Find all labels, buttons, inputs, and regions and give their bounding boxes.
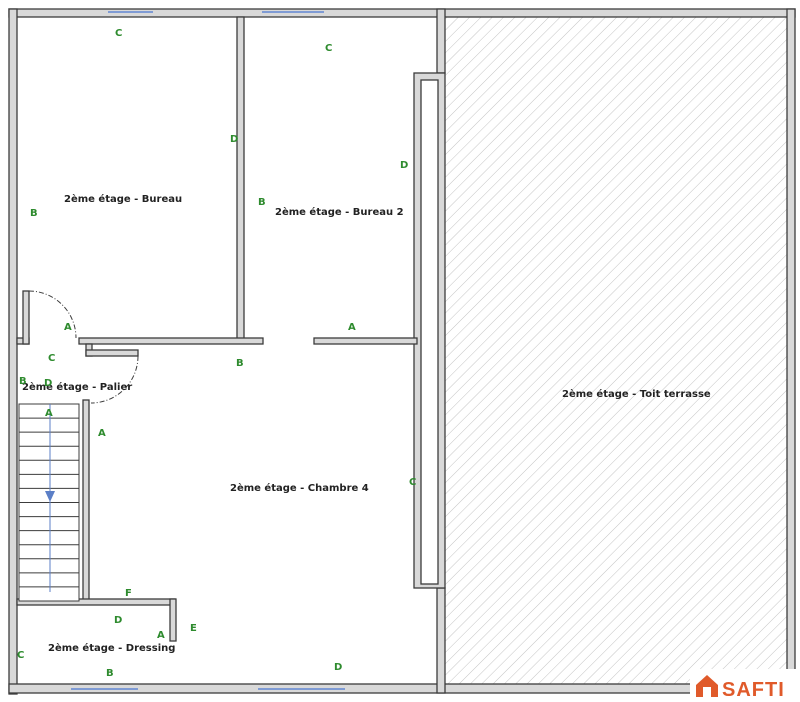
door-palier-swing [90, 355, 139, 404]
wall-letter: D [44, 378, 52, 389]
wall-letter: F [125, 588, 132, 599]
wall-palier-lintel [85, 349, 139, 357]
wall-letter: C [48, 353, 55, 364]
staircase [18, 403, 80, 602]
room-label-bureau: 2ème étage - Bureau [64, 193, 182, 205]
wall-letter: B [106, 668, 114, 679]
wall-letter: C [115, 28, 122, 39]
wall-letter: B [30, 208, 38, 219]
wall-letter: A [98, 428, 106, 439]
stair-direction-arrow [45, 404, 55, 592]
wall-letter: D [334, 662, 342, 673]
wall-letter: C [409, 477, 416, 488]
wall-letter: A [64, 322, 72, 333]
room-label-chambre4: 2ème étage - Chambre 4 [230, 482, 369, 494]
wall-letter: A [45, 408, 53, 419]
room-labels: 2ème étage - Bureau 2ème étage - Bureau … [22, 193, 711, 654]
wall-letter: C [17, 650, 24, 661]
wall-letter: E [190, 623, 197, 634]
room-label-bureau2: 2ème étage - Bureau 2 [275, 206, 404, 218]
wall-letter: B [258, 197, 266, 208]
wall-palier-door-jamb [22, 290, 30, 345]
brand-logo: SAFTI [690, 669, 796, 702]
outer-wall-left [8, 8, 18, 695]
house-icon [696, 675, 718, 697]
room-label-dressing: 2ème étage - Dressing [48, 642, 175, 654]
wall-stair-right [82, 399, 90, 605]
wall-letter: A [157, 630, 165, 641]
room-label-palier: 2ème étage - Palier [22, 381, 132, 393]
wall-bureau-bottom [78, 337, 264, 345]
room-label-terrasse: 2ème étage - Toit terrasse [562, 388, 711, 400]
wall-letter: B [19, 376, 27, 387]
wall-letter: D [114, 615, 122, 626]
wall-bureau-bureau2 [236, 16, 245, 340]
wall-dressing-right [169, 598, 177, 642]
roof-terrace-area [445, 17, 794, 684]
wall-letters: C D B A C D B A B C D B A A C F D A E C … [17, 28, 416, 679]
wall-letter: B [236, 358, 244, 369]
wall-letter: D [400, 160, 408, 171]
wall-terrace-upper [436, 8, 446, 74]
wall-terrace-lower [436, 587, 446, 694]
wall-letter: A [348, 322, 356, 333]
terrace-channel-inner [420, 79, 439, 585]
wall-letter: D [230, 134, 238, 145]
windows [71, 11, 345, 690]
outer-wall-right [786, 8, 796, 695]
walls [8, 8, 796, 695]
wall-bureau2-bottom [313, 337, 418, 345]
wall-letter: C [325, 43, 332, 54]
brand-name: SAFTI [722, 679, 785, 701]
